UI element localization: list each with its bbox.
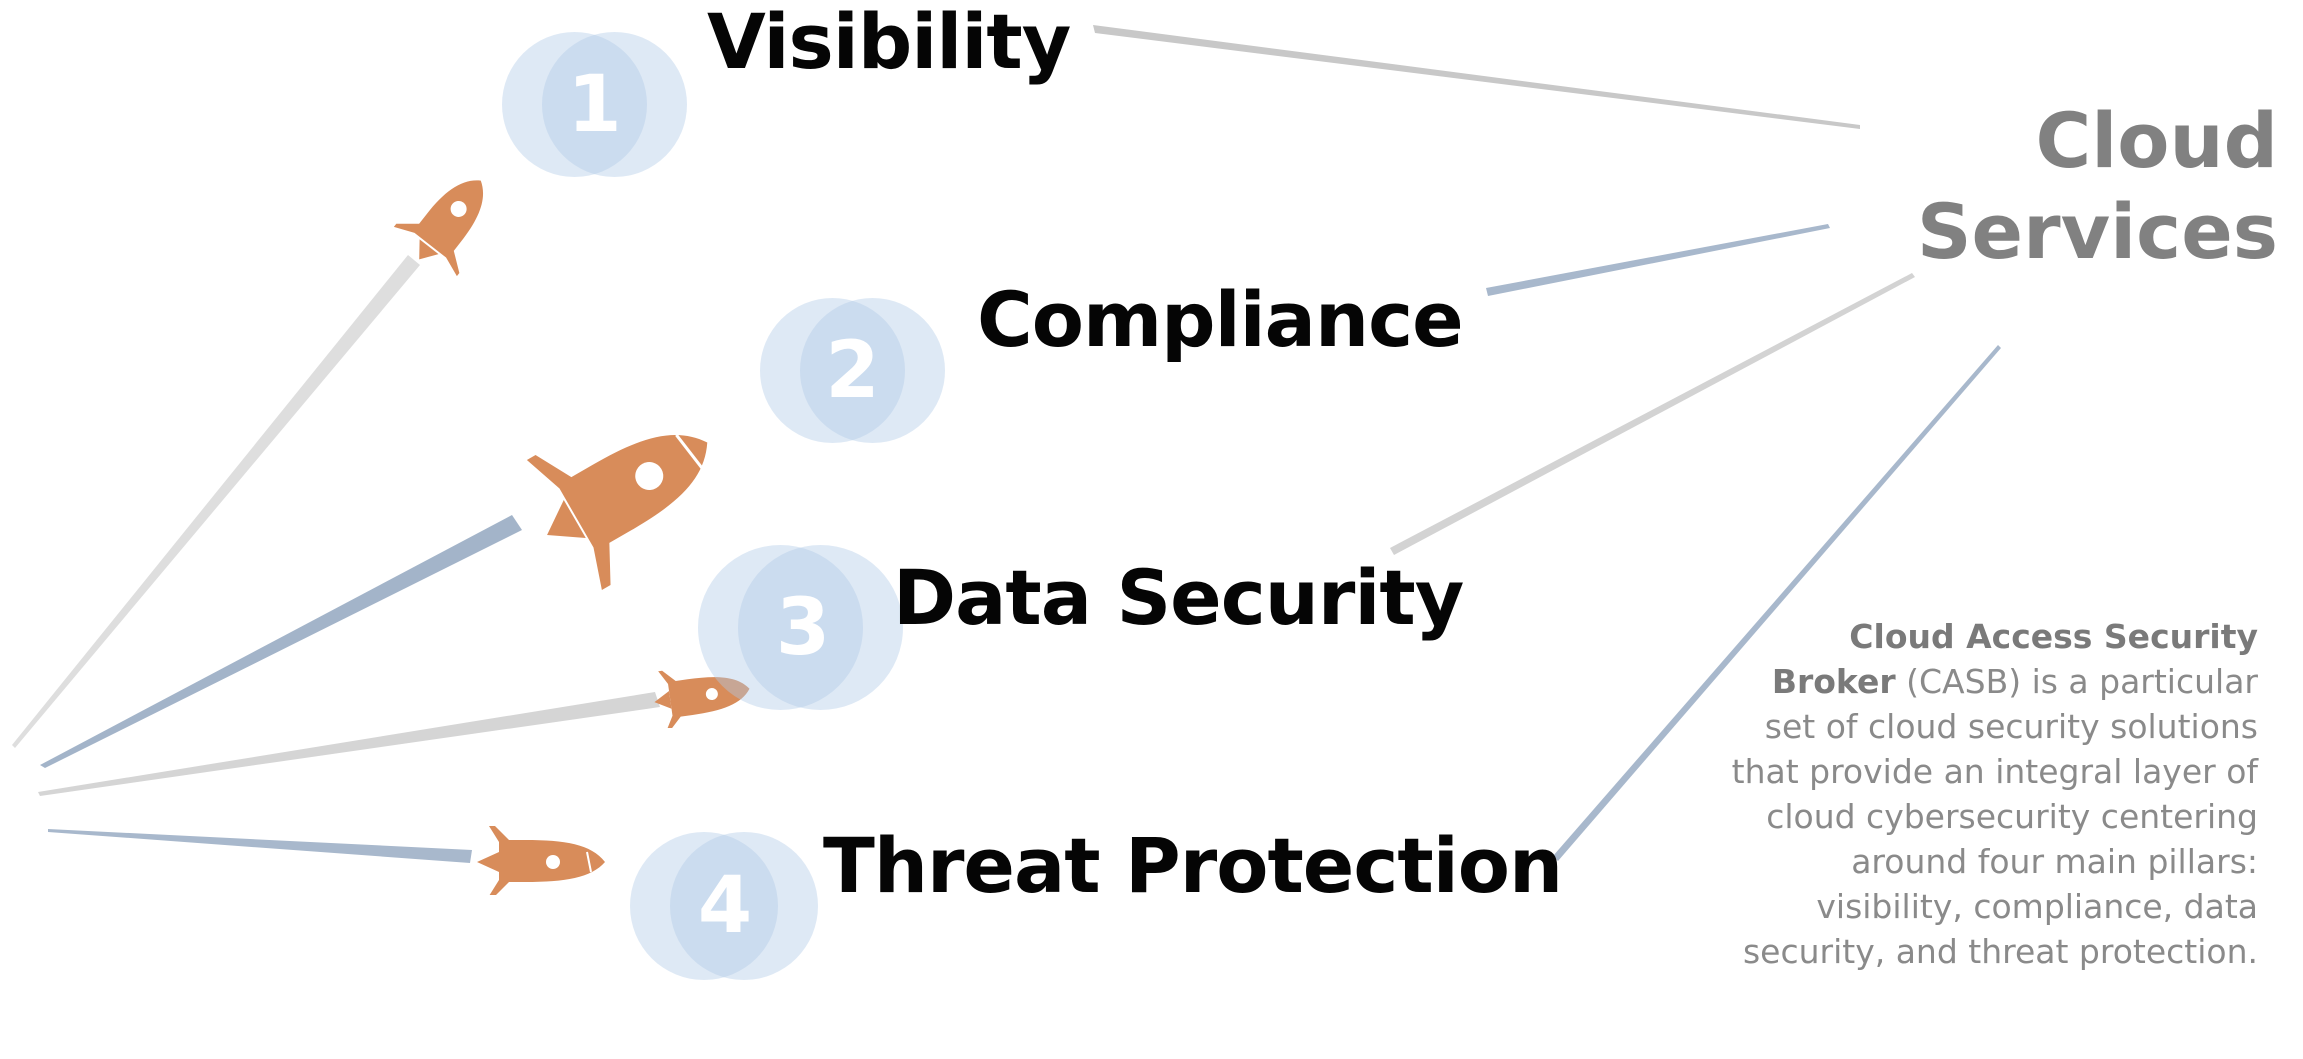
rocket-icon xyxy=(393,180,484,277)
pillar-title-data-security: Data Security xyxy=(893,553,1464,642)
pillar-number: 1 xyxy=(567,59,622,150)
rocket-icon xyxy=(477,826,605,895)
trail-rocket-1 xyxy=(12,255,420,748)
rocket-icon xyxy=(654,670,750,728)
trail-rocket-4 xyxy=(48,829,472,863)
casb-description: Cloud Access Security Broker (CASB) is a… xyxy=(1720,614,2258,974)
cloud-services-line2: Services xyxy=(1916,187,2278,276)
cloud-services-line1: Cloud xyxy=(2035,96,2278,185)
pillar-number-badge: 2 xyxy=(760,298,945,443)
rocket-icon xyxy=(526,434,708,590)
pillar-title-visibility: Visibility xyxy=(707,0,1071,86)
pillar-title-threat-protection: Threat Protection xyxy=(823,821,1563,910)
connector-threat-protection xyxy=(1553,345,2001,861)
casb-description-bold: Cloud Access Security Broker xyxy=(1771,617,2258,701)
casb-description-text: (CASB) is a particular set of cloud secu… xyxy=(1731,662,2258,971)
trail-rocket-2 xyxy=(40,515,522,768)
connector-data-security xyxy=(1390,273,1915,555)
pillar-title-compliance: Compliance xyxy=(977,275,1464,364)
cloud-services-title: Cloud Services xyxy=(1917,95,2278,277)
connector-compliance xyxy=(1486,224,1830,296)
pillar-number: 3 xyxy=(775,582,831,673)
pillar-number: 4 xyxy=(697,861,753,951)
trail-rocket-3 xyxy=(38,692,660,796)
connector-visibility xyxy=(1093,25,1860,129)
pillar-number-badge: 3 xyxy=(698,545,908,710)
pillar-number-badge: 1 xyxy=(502,32,687,177)
pillar-number-badge: 4 xyxy=(630,832,820,980)
pillar-number: 2 xyxy=(825,325,880,416)
